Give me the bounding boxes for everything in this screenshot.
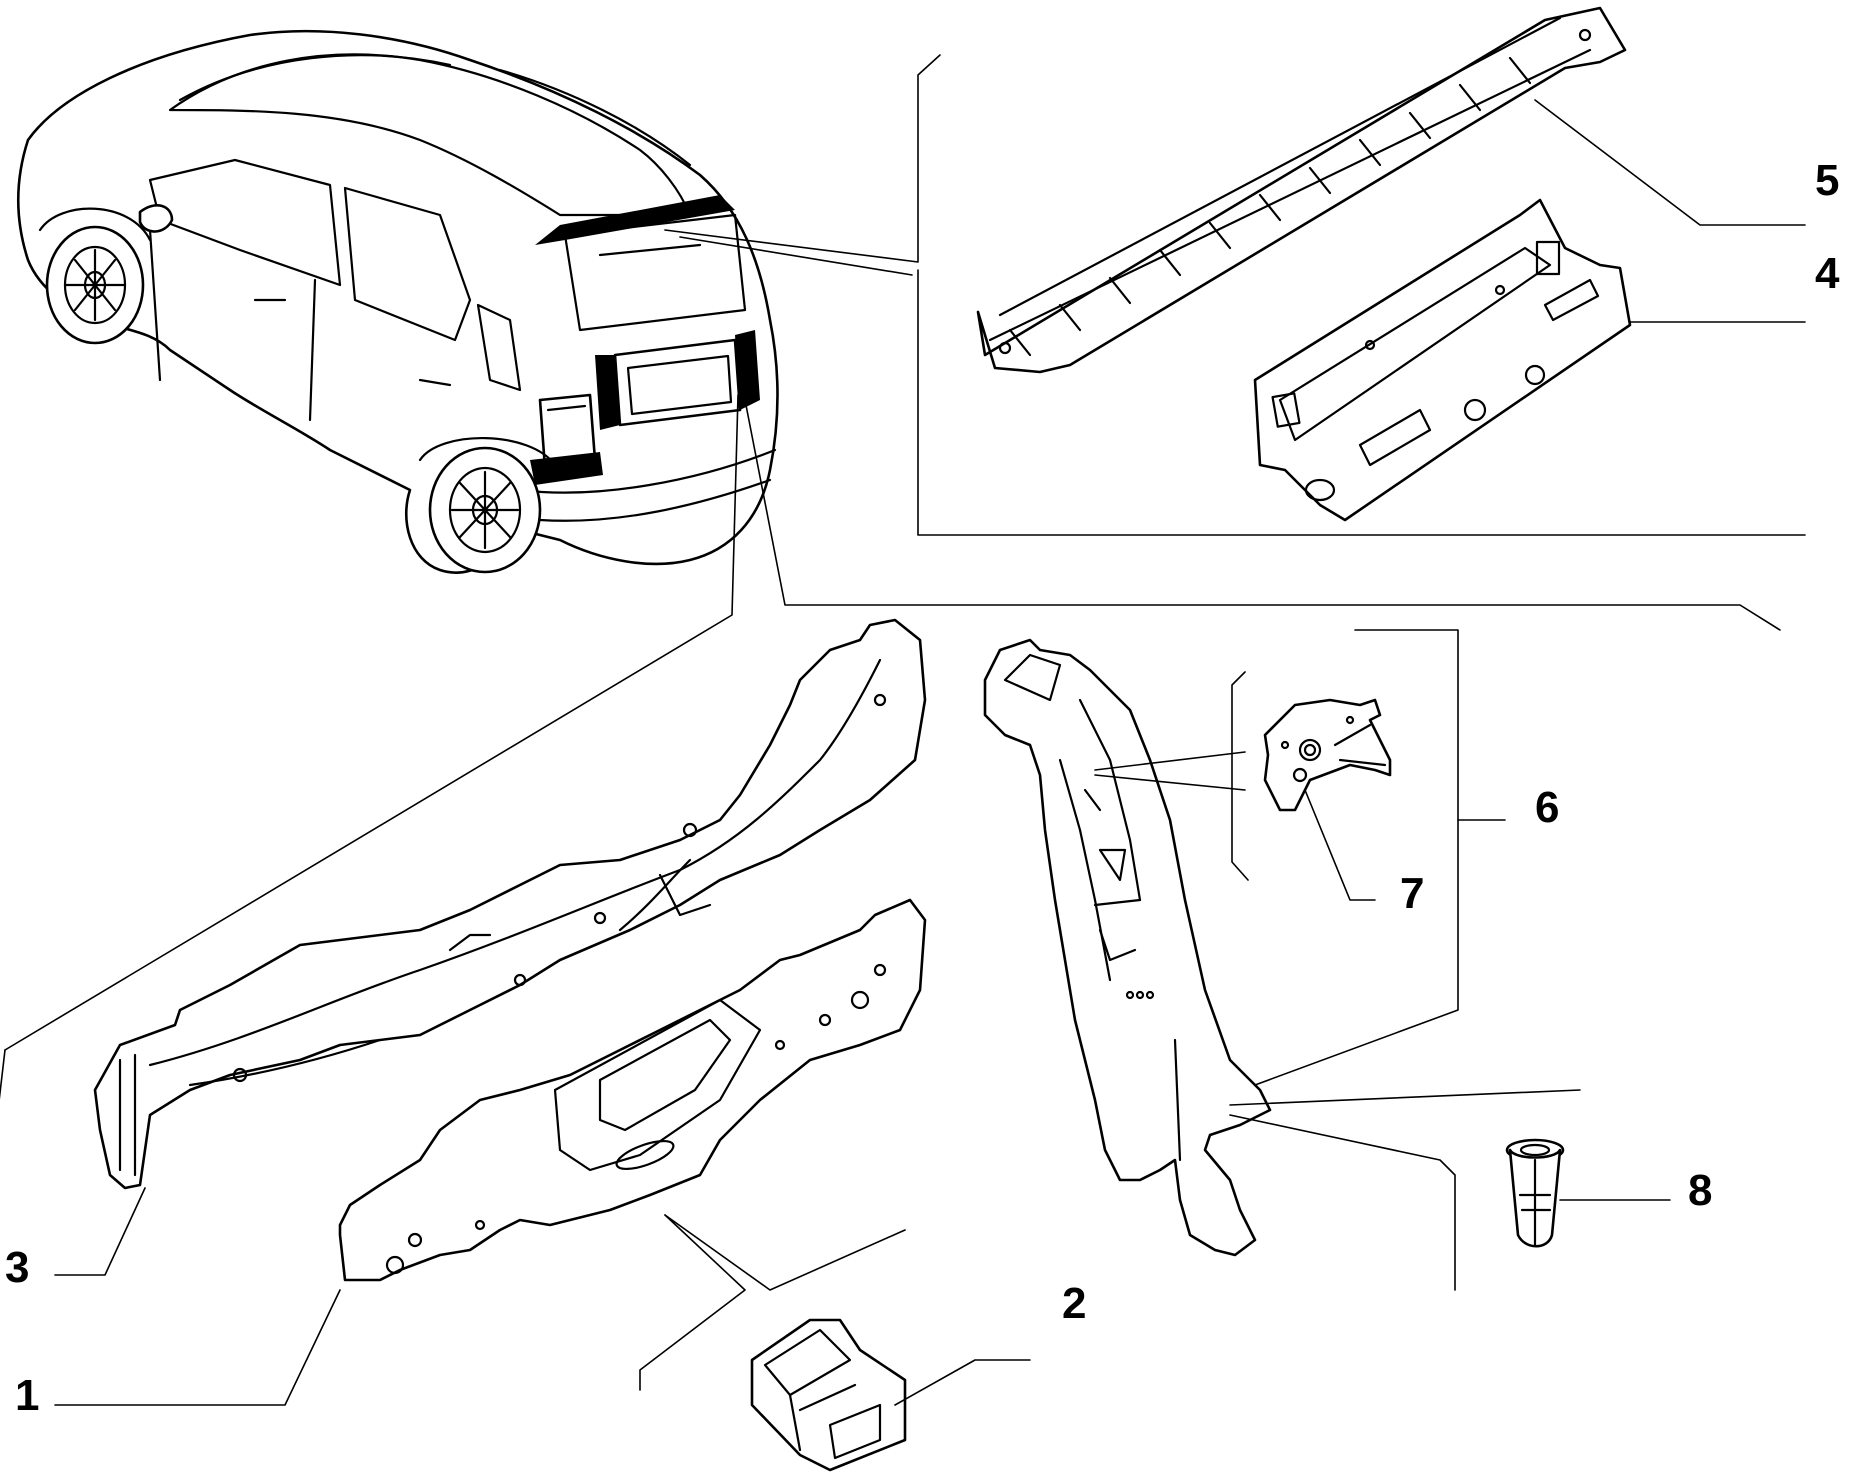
callout-8: 8 [1688,1166,1712,1215]
leader-lines-1-2-3 [54,1187,1031,1406]
part-8-rivet-nut [1505,1138,1565,1248]
callout-labels: 1 2 3 4 5 6 7 8 [5,156,1840,1420]
part-2-bracket [750,1318,907,1472]
callout-7: 7 [1400,869,1424,918]
callout-3: 3 [5,1243,29,1292]
part-7-plate [1263,698,1392,812]
part-1-lower-cross-member [338,898,927,1282]
part-6-rear-pillar [983,638,1272,1257]
vehicle-illustration [16,29,779,574]
callout-2: 2 [1062,1279,1086,1328]
callout-6: 6 [1535,783,1559,832]
leader-lines-6-7-8 [1094,629,1671,1291]
callout-4: 4 [1815,249,1840,298]
leader-lines-4-5 [1534,99,1806,323]
callout-1: 1 [15,1371,39,1420]
part-3-rear-cross-member [93,618,927,1190]
part-4-floor-panel [1253,198,1632,522]
leader-lines-vehicle [0,54,1806,1100]
callout-5: 5 [1815,156,1839,205]
part-5-cross-member [976,6,1627,374]
